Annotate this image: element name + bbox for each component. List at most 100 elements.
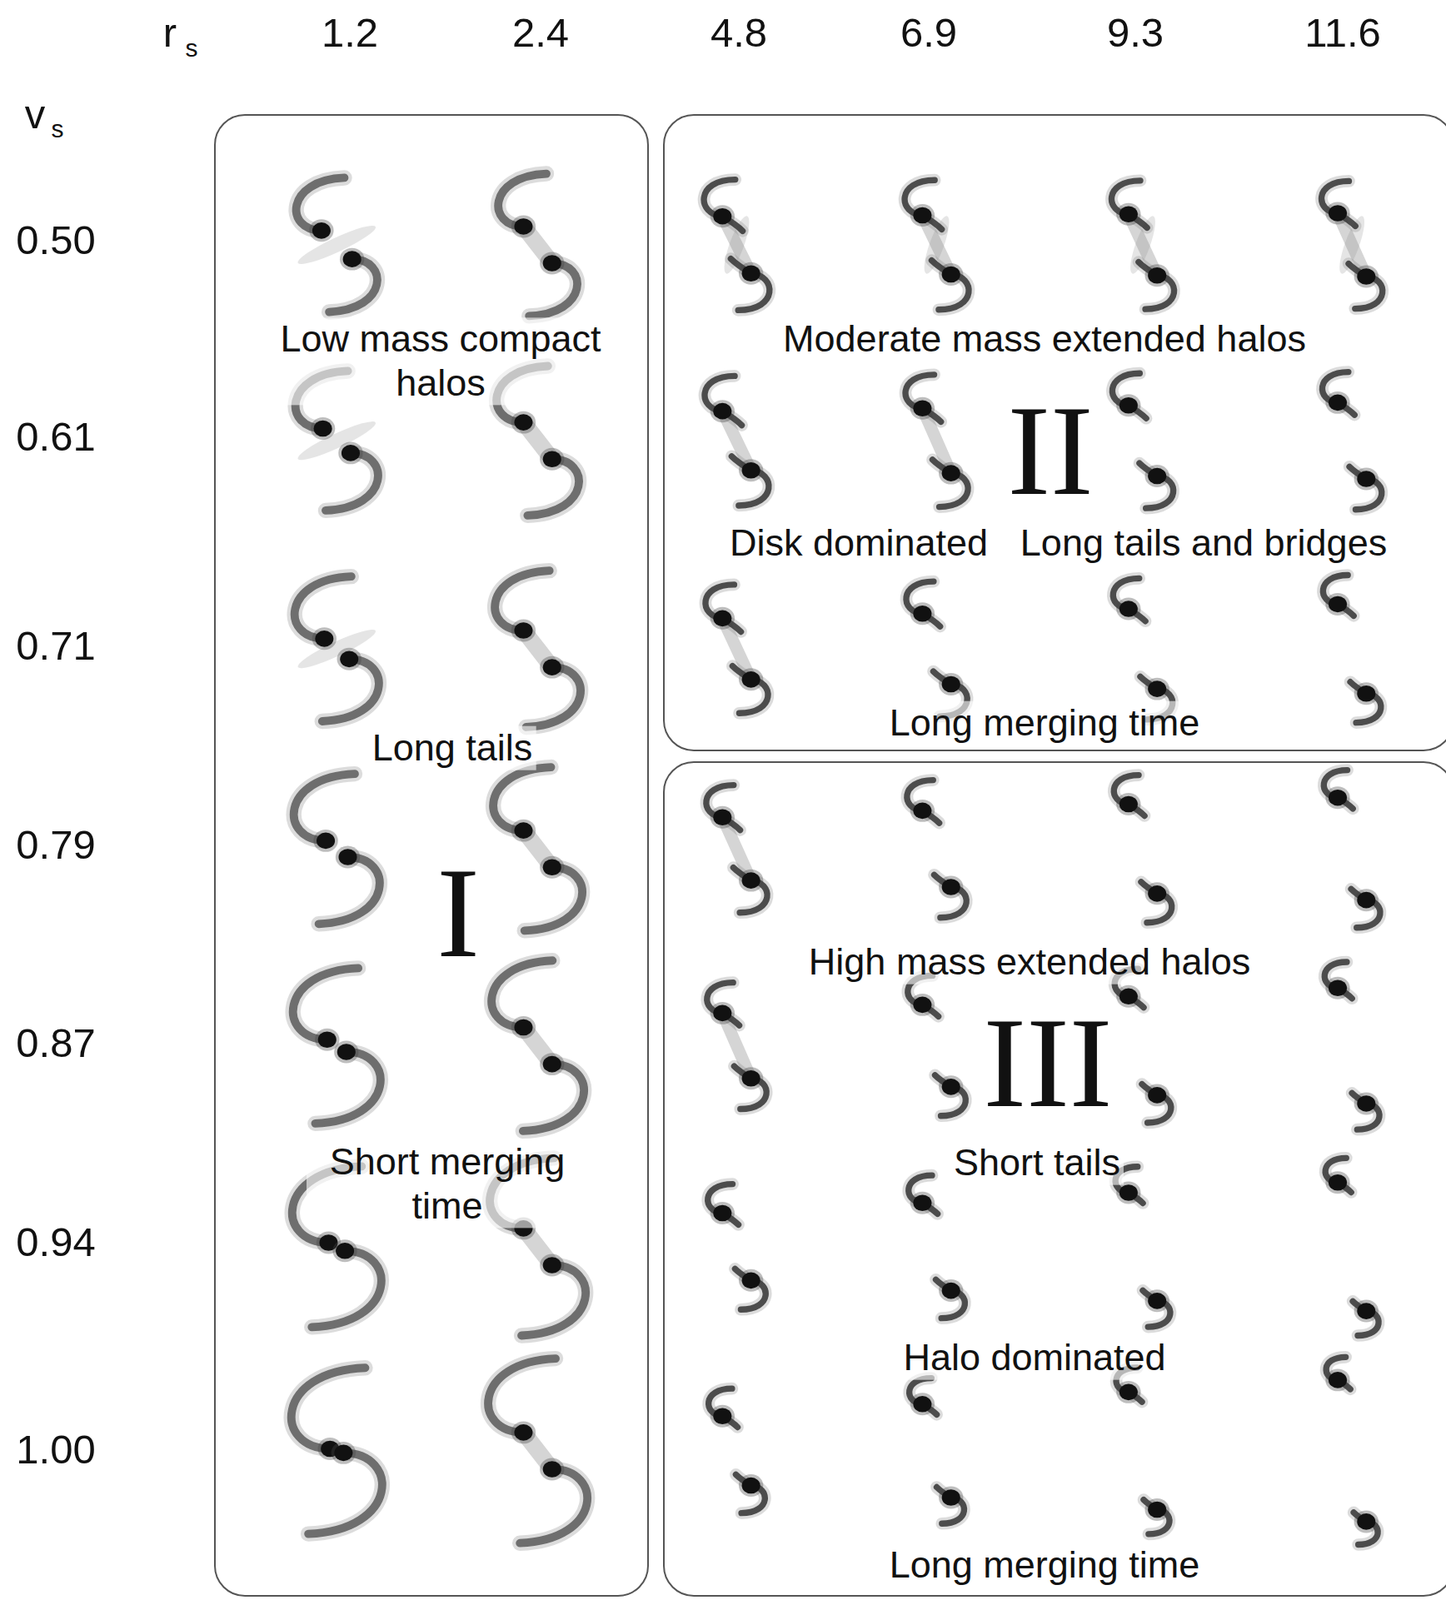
galaxy-halo [1116,985,1141,1008]
galaxy-arm-glow [308,1452,383,1534]
galaxy-halo [313,829,338,853]
galaxy-halo [1116,1181,1141,1205]
galaxy-nucleus [742,671,761,689]
galaxy-nucleus [337,1043,356,1061]
tick-value: 6.9 [900,12,958,54]
galaxy-nucleus [1356,268,1376,285]
tick-value: 4.8 [710,12,768,54]
galaxy-nucleus [1356,1302,1376,1320]
galaxy-arm [934,874,968,918]
galaxy-halo [335,846,360,869]
galaxy [937,1486,965,1525]
galaxy-halo [910,204,935,227]
galaxy-halo [309,219,334,242]
galaxy-arm [1321,180,1357,226]
galaxy-arm-glow [1351,1092,1380,1130]
galaxy-arm-glow [735,1474,765,1513]
galaxy [493,767,551,843]
galaxy-arm-glow [733,1066,767,1109]
galaxy-nucleus [1328,1174,1347,1192]
galaxy-halo [1325,391,1350,414]
galaxy-nucleus [942,464,961,482]
galaxy [308,1441,383,1535]
galaxy-arm-glow [1324,962,1352,999]
galaxy-halo [738,1269,763,1292]
galaxy-arm-glow [936,1279,966,1318]
galaxy [907,780,940,823]
galaxy-arm-glow [904,179,943,230]
galaxy-arm [708,1388,738,1427]
galaxy-arm [1350,682,1382,723]
galaxy-arm-glow [909,1378,938,1416]
galaxy-nucleus [341,444,360,462]
galaxy-halo [312,627,337,650]
galaxy [1143,1498,1170,1535]
galaxy [909,1378,938,1417]
axis-subscript: s [185,35,199,61]
galaxy-nucleus [513,822,533,839]
galaxy-arm [906,581,941,627]
galaxy-nucleus [318,1031,337,1048]
galaxy-arm-glow [1323,770,1353,809]
galaxy-nucleus [713,1205,732,1222]
galaxy-arm-glow [1142,1290,1171,1327]
tick-value: 2.4 [512,12,569,54]
galaxy-nucleus [314,420,333,438]
axis-label: r [163,12,177,54]
galaxy-nucleus [713,208,732,225]
galaxy [1351,888,1381,928]
galaxy-arm-glow [730,259,770,311]
galaxy-nucleus [713,403,732,420]
galaxy-arm [1112,578,1146,621]
galaxy-nucleus [513,218,533,235]
galaxy-arm [1351,1092,1380,1130]
galaxy-nucleus [1119,205,1138,223]
galaxy [526,656,582,728]
galaxy-halo [511,214,536,238]
galaxy-nucleus [713,808,732,826]
galaxy-arm [1349,466,1382,509]
galaxy [1321,372,1355,415]
galaxy-halo [1354,1091,1379,1115]
galaxy [329,248,378,313]
tick-value: 0.61 [15,416,95,458]
galaxy-arm-glow [934,874,968,918]
galaxy-nucleus [513,1019,533,1037]
galaxy-arm-glow [937,1487,965,1525]
galaxy [294,576,352,650]
region-label: Long merging time [886,701,1204,746]
galaxy-arm-glow [908,1175,938,1214]
galaxy-arm-glow [1321,180,1357,226]
galaxy-halo [1144,1498,1169,1521]
galaxy-arm [733,1066,767,1109]
galaxy [735,1474,765,1514]
galaxy-halo [331,1441,356,1465]
galaxy-arm-glow [931,260,969,310]
galaxy-nucleus [1147,1501,1167,1519]
galaxy-arm [734,1268,766,1310]
galaxy-halo [1144,1083,1169,1107]
galaxy-arm [732,666,768,714]
galaxy-arm [908,1175,938,1214]
galaxy [494,570,550,642]
galaxy-nucleus [912,802,932,820]
region-box: Moderate mass extended halosIIDisk domin… [663,114,1446,752]
galaxy-halo [1116,1381,1141,1404]
galaxy [1142,1289,1171,1327]
galaxy [1322,575,1354,617]
galaxy-halo [1144,1289,1169,1312]
galaxy-arm-glow [708,1184,739,1226]
galaxy-arm [732,867,768,913]
galaxy-arm [1111,180,1147,229]
galaxy-halo [710,1405,735,1428]
galaxy-arm [311,1251,382,1328]
galaxy [732,666,768,714]
galaxy-halo [738,262,763,285]
galaxy-halo [938,263,963,286]
galaxy-halo [337,648,362,671]
region-box: Low mass compact halosLong tailsIShort m… [214,114,649,1597]
region-numeral: III [980,998,1117,1128]
galaxy-arm-glow [705,584,742,633]
galaxy-arm-glow [1322,575,1354,617]
galaxy-nucleus [912,207,932,225]
